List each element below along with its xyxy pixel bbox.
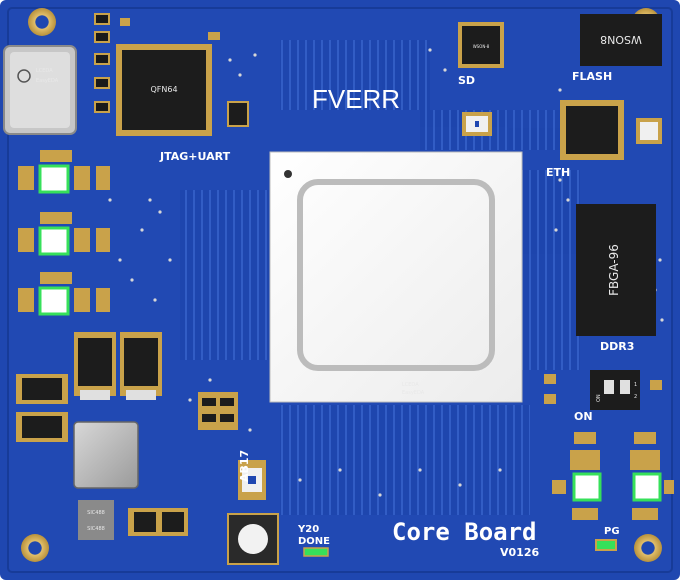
sot-chip xyxy=(227,101,249,127)
eth-chip xyxy=(560,100,624,160)
power-inductor xyxy=(73,421,139,489)
label-pg: PG xyxy=(604,526,620,537)
label-done: DONE xyxy=(298,536,330,547)
fbga96-marking: FBGA-96 xyxy=(607,244,621,296)
usb-logo-text-2: EasyEDA xyxy=(36,78,59,84)
label-sd: SD xyxy=(458,74,475,87)
wson8-marking: WSON8 xyxy=(600,33,642,46)
power-mosfets xyxy=(74,332,162,400)
sic-marking-2: SIC488 xyxy=(87,526,105,532)
fpga-package: LCEDA EasyEDA xyxy=(269,151,523,403)
label-eth: ETH xyxy=(546,166,570,179)
eth-crystal-body xyxy=(640,122,658,140)
dip-2-marking: 2 xyxy=(634,394,637,400)
label-ddr3: DDR3 xyxy=(600,340,634,353)
smd-cap-a xyxy=(134,512,156,532)
label-ab17: AB17 xyxy=(238,450,251,482)
crystal xyxy=(462,112,492,136)
sd-chip: WSON-8 xyxy=(458,22,504,68)
label-y20: Y20 xyxy=(297,524,319,535)
dip-on-marking: ON xyxy=(596,394,602,402)
dip-1-marking: 1 xyxy=(634,382,637,388)
dip-switch[interactable]: ON 1 2 xyxy=(590,370,640,410)
label-on: ON xyxy=(574,410,593,423)
board-version: V0126 xyxy=(500,546,539,559)
power-led-rows xyxy=(18,150,110,316)
sd-chip-marking: WSON-8 xyxy=(473,44,490,49)
top-left-passives xyxy=(94,13,220,113)
usb-c-connector: LCEDA EasyEDA xyxy=(3,45,77,135)
flash-chip-wson8: WSON8 xyxy=(580,14,662,66)
board-title: Core Board xyxy=(392,518,537,546)
right-passives xyxy=(544,374,674,520)
resistor-array xyxy=(198,392,238,430)
done-led xyxy=(303,547,329,557)
via-grid xyxy=(98,48,664,497)
brand-text: FVERR xyxy=(312,84,400,114)
trace-field xyxy=(180,40,580,515)
sic-marking: SIC488 xyxy=(87,510,105,516)
fpga-logo-text-2: EasyEDA xyxy=(402,390,425,396)
ddr3-chip-fbga96: FBGA-96 xyxy=(576,204,656,336)
qfn64-marking: QFN64 xyxy=(150,85,177,94)
label-jtag-uart: JTAG+UART xyxy=(159,150,231,163)
smd-cap-b xyxy=(162,512,184,532)
pg-led xyxy=(595,539,617,551)
push-button[interactable] xyxy=(227,513,279,565)
qfn64-chip: QFN64 xyxy=(116,44,212,136)
bulk-capacitors xyxy=(16,374,68,442)
usb-logo-text: LCEDA xyxy=(36,68,53,74)
ab17-component xyxy=(238,460,266,500)
sic-chip: SIC488 SIC488 xyxy=(78,500,114,540)
label-flash: FLASH xyxy=(572,70,612,83)
fpga-logo-text: LCEDA xyxy=(402,382,419,388)
